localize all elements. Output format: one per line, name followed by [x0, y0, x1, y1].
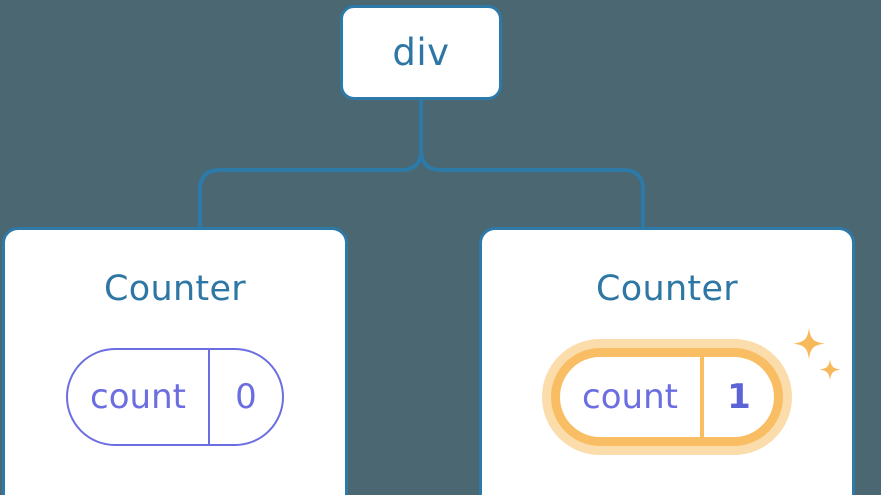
state-pill-value: 0 [208, 350, 282, 444]
state-key-label: count [582, 377, 678, 417]
sparkle-small-icon [819, 359, 841, 381]
state-value-label: 0 [235, 377, 257, 417]
state-pill-highlighted[interactable]: count 1 [551, 348, 783, 446]
state-pill[interactable]: count 0 [66, 348, 284, 446]
sparkle-large-icon [793, 328, 825, 360]
sparkles-group [793, 328, 841, 381]
card-title: Counter [596, 269, 738, 309]
node-div[interactable]: div [340, 5, 502, 100]
card-counter-right[interactable]: Counter count 1 [479, 227, 855, 495]
state-key-label: count [90, 377, 186, 417]
state-pill-container: count 1 [482, 328, 852, 446]
state-pill-key: count [68, 350, 208, 444]
state-pill-container: count 0 [5, 348, 345, 446]
state-pill-key: count [560, 357, 700, 437]
state-value-label: 1 [727, 377, 751, 417]
card-counter-left[interactable]: Counter count 0 [2, 227, 348, 495]
state-pill-value: 1 [700, 357, 774, 437]
card-title: Counter [104, 269, 246, 309]
node-div-label: div [392, 31, 450, 74]
